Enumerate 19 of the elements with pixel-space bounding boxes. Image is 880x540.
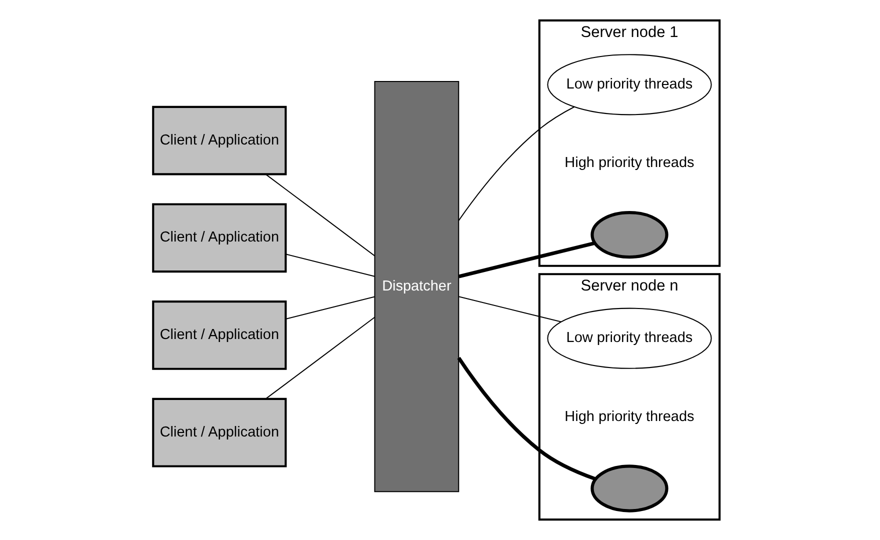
connector <box>458 241 595 278</box>
node-box: Dispatcher <box>374 81 459 492</box>
node-box: Client / Application <box>152 106 286 176</box>
connector <box>285 296 374 320</box>
node-ellipse: Low priority threads <box>546 54 712 116</box>
connector <box>456 356 596 481</box>
node-box: Client / Application <box>152 398 286 468</box>
node-ellipse: Low priority threads <box>546 308 712 369</box>
connector <box>458 296 560 322</box>
connector <box>264 174 374 256</box>
node-circle <box>590 464 668 512</box>
node-box: Client / Application <box>152 300 286 370</box>
node-label: High priority threads <box>564 408 694 425</box>
connector <box>285 254 374 277</box>
node-circle <box>590 210 668 259</box>
node-label: High priority threads <box>564 155 694 172</box>
connector <box>458 106 574 221</box>
node-box: Client / Application <box>152 203 286 273</box>
connector <box>264 316 374 400</box>
